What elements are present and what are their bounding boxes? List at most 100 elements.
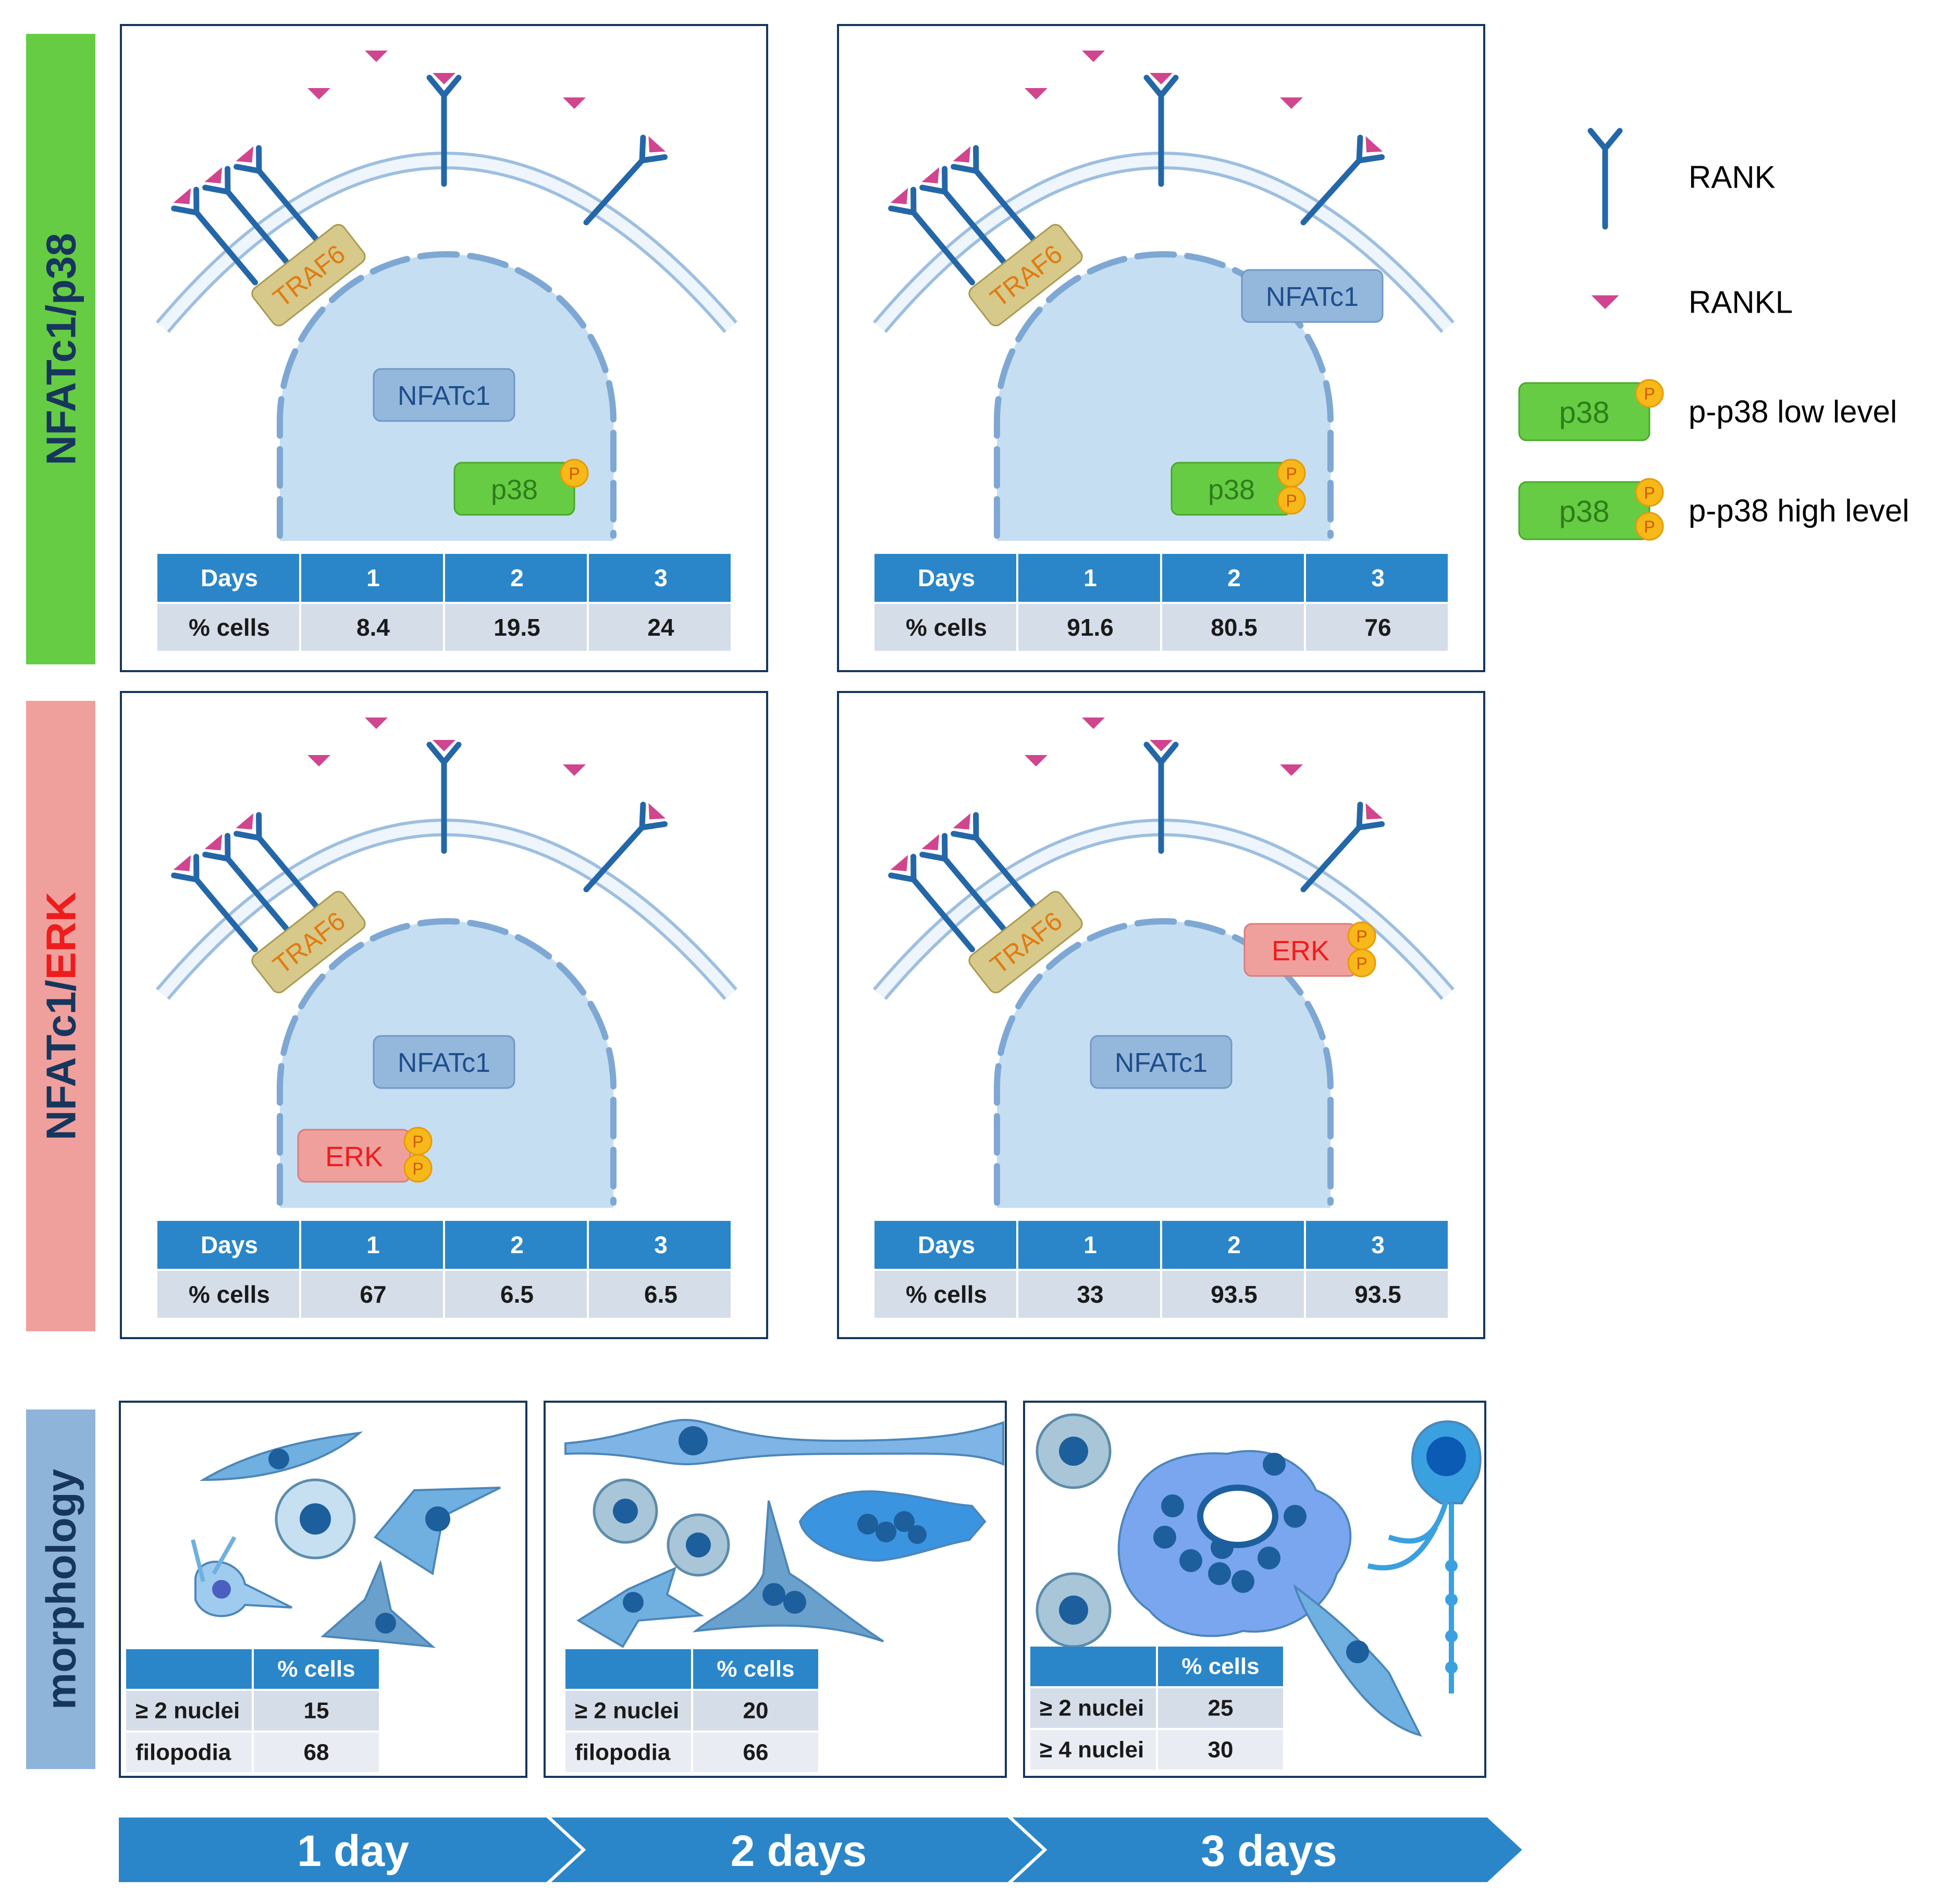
phospho-icon: P (1347, 921, 1376, 950)
table-cell (301, 604, 443, 651)
rank-receptor-icon (951, 812, 1038, 911)
rank-receptor-icon (919, 166, 1006, 265)
neuron-like-cell-icon (1411, 1420, 1482, 1504)
rankl-icon (433, 73, 455, 84)
table-cell-text: 6.5 (500, 1281, 534, 1308)
phospho-icon: P (403, 1154, 433, 1183)
rank-receptor-icon (233, 812, 321, 911)
table-header-cell (1018, 1221, 1160, 1269)
rankl-icon (890, 855, 908, 871)
table-header-cell (589, 554, 731, 602)
morph-header-text: % cells (1181, 1654, 1259, 1679)
table-cell-text: 93.5 (1354, 1281, 1401, 1308)
morph-row-label: ≥ 2 nuclei (135, 1698, 240, 1724)
table-cell (1162, 604, 1304, 651)
table-header-cell (874, 1221, 1016, 1269)
phospho-label: P (1356, 927, 1367, 946)
timeline-label: 2 days (731, 1826, 867, 1875)
table-header-text: 2 (1227, 1231, 1241, 1258)
rank-receptor-icon (426, 73, 462, 187)
table-cell (157, 604, 299, 651)
table-cell-text: 93.5 (1211, 1281, 1258, 1308)
rank-receptor-icon (583, 134, 668, 226)
table-header-text: 3 (1371, 564, 1385, 591)
table-header-cell (874, 554, 1016, 602)
table-cell (445, 1271, 587, 1318)
rankl-icon (173, 188, 191, 204)
p38-box-label: p38 (491, 474, 538, 505)
table-header-text: 1 (366, 1231, 380, 1258)
morph-header-text: % cells (277, 1656, 355, 1682)
phospho-label: P (1356, 954, 1367, 973)
rank-receptor-icon (202, 166, 289, 265)
table-header-cell (157, 1221, 299, 1269)
rank-receptor-icon (888, 854, 975, 953)
legend-rankl-label: RANKL (1689, 285, 1793, 320)
morph-row-value: 20 (743, 1698, 769, 1724)
phospho-label: P (1644, 484, 1655, 502)
table-cell (1162, 1271, 1304, 1318)
table-header-text: 2 (1227, 564, 1241, 591)
rankl-icon (433, 740, 455, 751)
table-cell (1306, 1271, 1448, 1318)
table-cell (1018, 604, 1160, 651)
rankl-icon (953, 813, 971, 830)
table-header-text: Days (918, 1231, 975, 1258)
rankl-icon (236, 813, 254, 830)
table-cell (301, 1271, 443, 1318)
rank-receptor-icon (1300, 134, 1385, 226)
nfatc1-box: NFATc1 (1241, 269, 1384, 323)
rankl-icon (563, 97, 586, 109)
legend-p38-high: p38 (1518, 481, 1650, 540)
phospho-label: P (569, 464, 580, 483)
rankl-icon (1150, 740, 1173, 751)
phospho-label: P (1286, 491, 1297, 510)
legend-rank-label: RANK (1689, 160, 1776, 195)
p38-box: p38 (1171, 462, 1292, 516)
row-label-morphology: morphology (26, 1410, 95, 1769)
rankl-icon (365, 718, 388, 729)
row-label-morphology-text: morphology (38, 1468, 84, 1710)
legend-p38-low-label: p38 (1559, 396, 1610, 430)
rankl-icon (1025, 88, 1048, 100)
nfatc1-box-label: NFATc1 (1266, 282, 1359, 312)
table-header-text: 2 (510, 564, 524, 591)
table-header-cell (1306, 554, 1448, 602)
row-label-p38: NFATc1/p38 (26, 34, 95, 664)
table-cell-text: % cells (189, 614, 270, 641)
nfatc1-box: NFATc1 (373, 1035, 515, 1089)
rankl-icon (1025, 755, 1048, 766)
rank-receptor-icon (583, 801, 668, 893)
table-header-cell (445, 554, 587, 602)
table-header-text: 1 (1083, 564, 1097, 591)
table-header-text: 3 (1371, 1231, 1385, 1258)
rank-receptor-icon (919, 833, 1006, 932)
rankl-icon (1082, 718, 1105, 729)
timeline-label: 1 day (297, 1826, 409, 1875)
table-cell-text: 24 (647, 614, 674, 641)
legend-p38-low: p38 (1518, 382, 1650, 441)
spiky-cell-icon (576, 1566, 705, 1648)
phospho-icon: P (1277, 486, 1306, 515)
table-cell (445, 604, 587, 651)
round-cell-icon (1036, 1413, 1112, 1489)
rankl-icon (921, 167, 940, 183)
legend-p38-low-label: p-p38 low level (1689, 394, 1897, 429)
spindle-cell-icon (199, 1431, 363, 1481)
rank-receptor-icon (426, 740, 462, 854)
rankl-icon (1280, 764, 1303, 776)
table-cell-text: 8.4 (356, 614, 390, 641)
erk-box-label: ERK (1272, 935, 1329, 967)
table-cell-text: 67 (360, 1281, 386, 1308)
table-cell-text: 6.5 (644, 1281, 677, 1308)
